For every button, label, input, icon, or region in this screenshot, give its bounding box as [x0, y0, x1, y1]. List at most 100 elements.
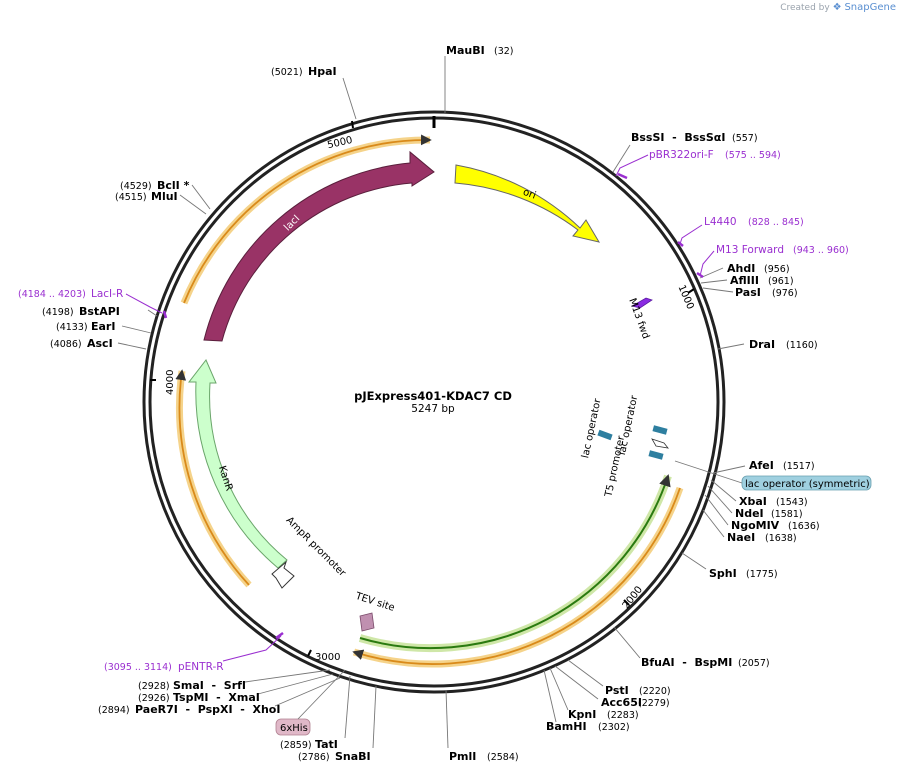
site-snabi[interactable]: SnaBI — [335, 750, 371, 763]
site-asci-pos: (4086) — [50, 339, 82, 350]
snapgene-logo-icon: ❖ — [832, 2, 842, 13]
site-paer7i[interactable]: PaeR7I - PspXI - XhoI — [135, 703, 280, 716]
site-pasi[interactable]: PasI — [735, 286, 761, 299]
site-bcli[interactable]: BclI * — [157, 179, 190, 192]
site-pmli[interactable]: PmlI — [449, 750, 476, 763]
site-mlui-pos: (4515) — [115, 192, 147, 203]
site-maubi[interactable]: MauBI — [446, 44, 485, 57]
lac-operator-sym-lead — [674, 460, 743, 484]
tick-2000 — [623, 599, 630, 606]
site-snabi-pos: (2786) — [298, 752, 330, 763]
site-bamhi[interactable]: BamHI — [546, 720, 587, 733]
plasmid-length: 5247 bp — [411, 403, 455, 415]
site-psti-pos: (2220) — [639, 686, 671, 697]
primer-l4440[interactable]: L4440 — [704, 216, 737, 228]
site-mlui[interactable]: MluI — [151, 190, 178, 203]
t5-promoter-feature[interactable] — [651, 438, 669, 449]
primer-m13-forward[interactable]: M13 Forward — [716, 244, 784, 256]
orf-arc-right-halo — [352, 486, 684, 668]
orf-arcs — [175, 134, 684, 668]
orf-arc-right — [352, 487, 681, 665]
tick-label-3000: 3000 — [315, 652, 340, 663]
site-ngomiv-pos: (1636) — [788, 521, 820, 532]
snapgene-watermark: Created by ❖ SnapGene — [780, 2, 896, 13]
laci-feature[interactable] — [203, 150, 435, 342]
t5-promoter-label: T5 promoter — [603, 434, 627, 499]
primer-pbr322ori-f-pos: (575 .. 594) — [725, 150, 781, 161]
tick-1000 — [687, 288, 695, 294]
primer-m13-forward-mark — [696, 271, 704, 279]
lac-operator-sym-label: lac operator (symmetric) — [745, 479, 870, 490]
site-tspmi-pos: (2926) — [138, 693, 170, 704]
site-psti[interactable]: PstI — [605, 684, 629, 697]
orf-arc-top-halo — [180, 136, 431, 305]
ampr-promoter-feature[interactable] — [271, 560, 295, 589]
site-naei-pos: (1638) — [765, 533, 797, 544]
primer-laci-r-pos: (4184 .. 4203) — [18, 289, 86, 300]
primer-m13-forward-pos: (943 .. 960) — [793, 245, 849, 256]
t5-operator-mark — [648, 450, 664, 460]
site-aflIII[interactable]: AflIII — [730, 274, 759, 287]
site-eari[interactable]: EarI — [91, 320, 115, 333]
kanr-feature[interactable] — [187, 359, 288, 569]
restriction-sites: MauBI (32) BssSI - BssSαI (557) AhdI (95… — [42, 44, 820, 763]
site-tati-pos: (2859) — [280, 740, 312, 751]
primer-laci-r-lead — [125, 293, 163, 314]
site-asci[interactable]: AscI — [87, 337, 113, 350]
plasmid-name: pJExpress401-KDAC7 CD — [354, 389, 512, 403]
site-bsssi-pos: (557) — [732, 133, 758, 144]
tev-site-feature[interactable] — [359, 612, 375, 632]
site-aflIII-pos: (961) — [768, 276, 794, 287]
watermark-prefix: Created by — [780, 3, 830, 13]
m13-fwd-feature[interactable] — [630, 297, 653, 309]
site-acc65i[interactable]: Acc65I — [601, 696, 642, 709]
site-bfuai[interactable]: BfuAI - BspMI — [641, 656, 732, 669]
site-bstapi[interactable]: BstAPI — [79, 305, 120, 318]
site-tspmi[interactable]: TspMI - XmaI — [173, 691, 260, 704]
lac-operator-1-label: lac operator — [580, 397, 604, 459]
site-ahdi[interactable]: AhdI — [727, 262, 755, 275]
lac-operator-1-feature[interactable] — [597, 429, 613, 441]
cds-arc — [359, 474, 671, 650]
primer-laci-r[interactable]: LacI-R — [91, 288, 123, 300]
primer-pentr-r-mark — [275, 631, 284, 640]
tick-3000 — [307, 649, 312, 657]
ori-feature[interactable] — [454, 164, 601, 243]
primer-pbr322ori-f-lead — [615, 154, 649, 177]
site-maubi-pos: (32) — [494, 46, 514, 57]
site-naei[interactable]: NaeI — [727, 531, 755, 544]
primer-m13-forward-lead — [699, 250, 715, 277]
site-xbai-pos: (1543) — [776, 497, 808, 508]
6xhis-box[interactable] — [275, 718, 311, 736]
site-xbai[interactable]: XbaI — [739, 495, 767, 508]
primer-pbr322ori-f[interactable]: pBR322ori-F — [649, 149, 714, 161]
ori-label: ori — [521, 187, 537, 202]
site-smai-pos: (2928) — [138, 681, 170, 692]
site-ndei[interactable]: NdeI — [735, 507, 764, 520]
site-ngomiv[interactable]: NgoMIV — [731, 519, 780, 532]
primer-laci-r-mark — [162, 310, 168, 319]
site-bstapi-pos: (4198) — [42, 307, 74, 318]
site-tati[interactable]: TatI — [315, 738, 338, 751]
site-kpni[interactable]: KpnI — [568, 708, 596, 721]
site-bfuai-pos: (2057) — [738, 658, 770, 669]
site-bsssi[interactable]: BssSI - BssSαI — [631, 131, 725, 144]
site-drai[interactable]: DraI — [749, 338, 775, 351]
site-hpai[interactable]: HpaI — [308, 65, 337, 78]
primer-l4440-mark — [677, 241, 684, 247]
lac-operator-2-feature[interactable] — [652, 425, 668, 435]
tick-label-4000: 4000 — [165, 370, 176, 395]
primer-pentr-r[interactable]: pENTR-R — [178, 661, 224, 673]
primer-pentr-r-lead — [222, 635, 282, 662]
watermark-brand: SnapGene — [844, 2, 896, 13]
site-bamhi-pos: (2302) — [598, 722, 630, 733]
site-ahdi-pos: (956) — [764, 264, 790, 275]
site-smai[interactable]: SmaI - SrfI — [173, 679, 246, 692]
site-sphi[interactable]: SphI — [709, 567, 737, 580]
site-ndei-pos: (1581) — [771, 509, 803, 520]
site-afei[interactable]: AfeI — [749, 459, 774, 472]
6xhis-label: 6xHis — [280, 723, 308, 734]
ampr-promoter-label: AmpR promoter — [284, 515, 349, 580]
orf-arc-left — [175, 369, 250, 586]
